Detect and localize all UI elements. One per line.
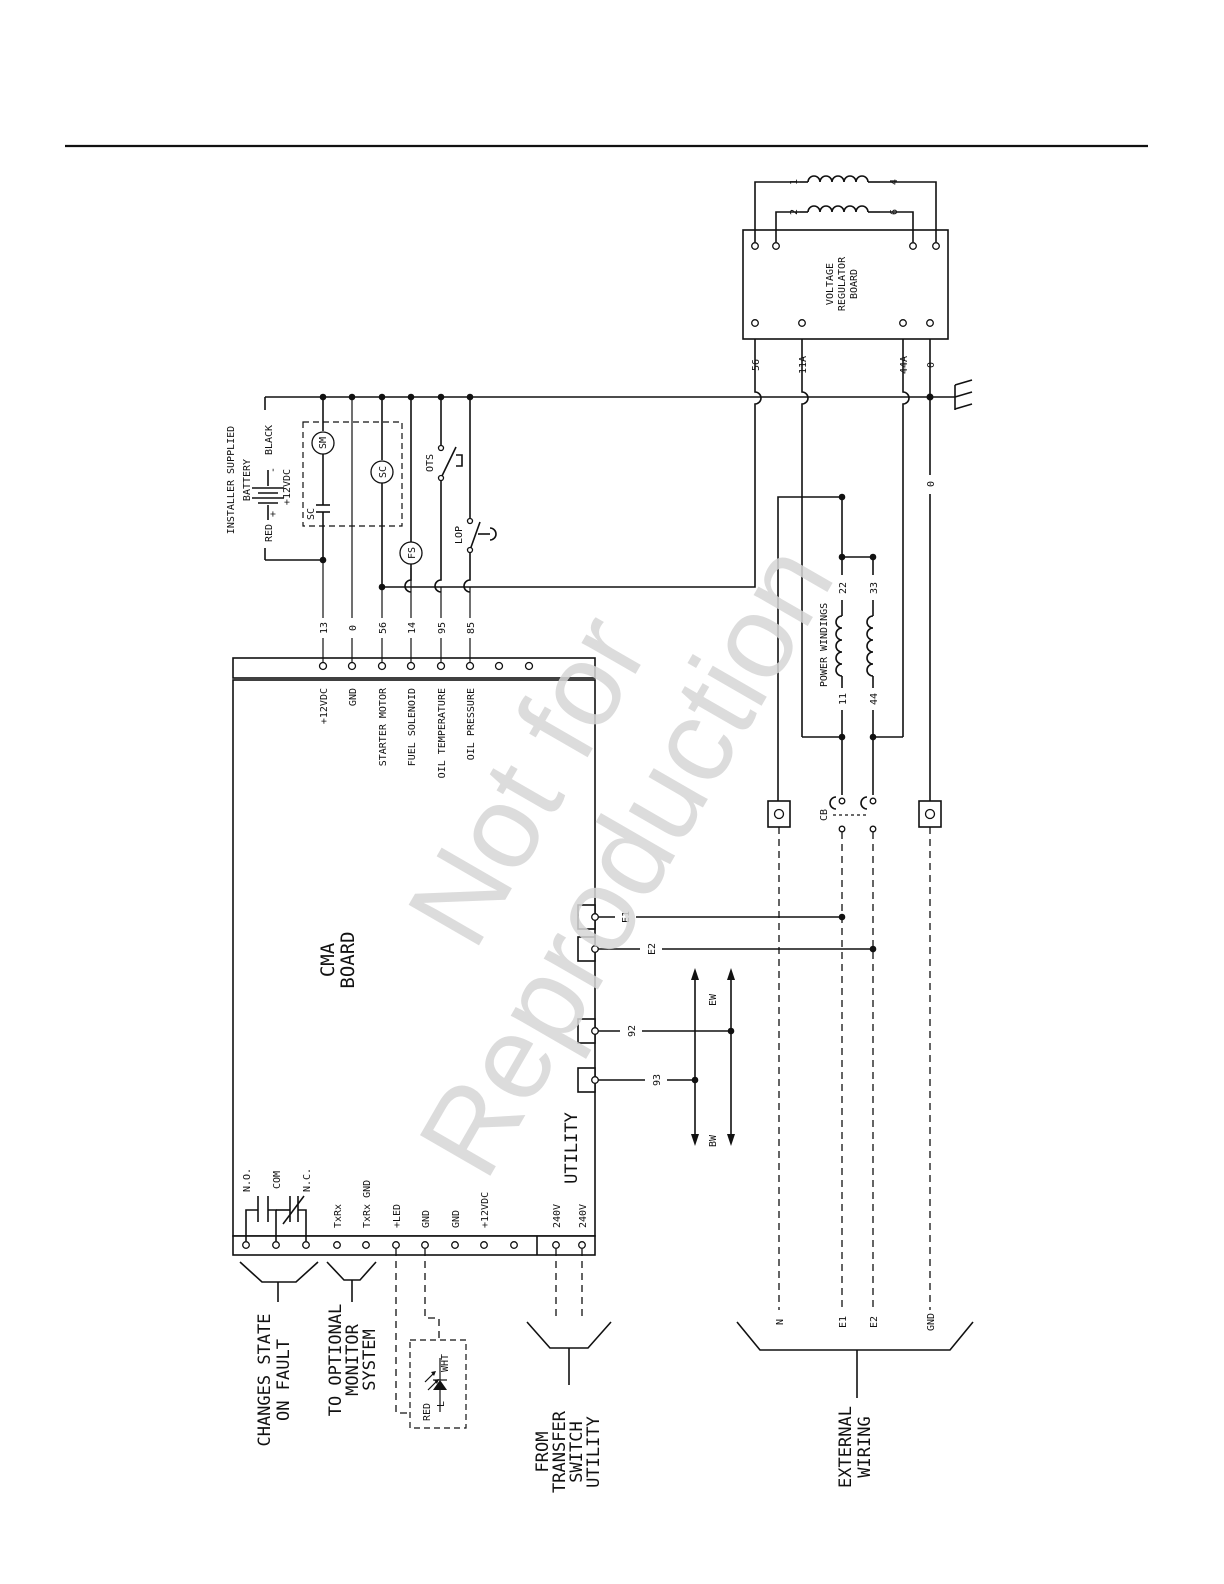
- bw-label: BW: [708, 1134, 719, 1147]
- wire-e2: E2: [647, 943, 658, 955]
- sc-label: SC: [378, 466, 389, 478]
- vr-wire-56: 56: [751, 359, 762, 371]
- wire-13: 13: [319, 622, 330, 634]
- external-n: N: [775, 1319, 786, 1325]
- cma-board: CMA BOARD UTILITY: [232, 657, 596, 1256]
- vr-label-1: VOLTAGE: [825, 263, 836, 305]
- winding-22: 22: [838, 582, 849, 594]
- label-nc: N.C.: [302, 1168, 313, 1192]
- wire-14: 14: [407, 622, 418, 634]
- voltage-regulator: VOLTAGE REGULATOR BOARD 1 4 2 6 56 11A 4…: [742, 175, 949, 374]
- monitor-label-line3: SYSTEM: [360, 1329, 380, 1390]
- cma-board-title: CMA: [317, 942, 339, 977]
- label-gnd-1: GND: [421, 1210, 432, 1228]
- monitor-label-line1: TO OPTIONAL: [326, 1304, 346, 1417]
- fs-label: FS: [407, 547, 418, 559]
- battery-red-label: RED: [264, 524, 275, 542]
- power-windings-title: POWER WINDINGS: [819, 603, 830, 687]
- battery-voltage-label: +12VDC: [282, 469, 293, 505]
- cma-board-subtitle: BOARD: [337, 931, 359, 988]
- vr-wire-11a: 11A: [798, 356, 809, 374]
- external-wiring-line2: WIRING: [855, 1416, 875, 1477]
- vr-wire-2: 2: [789, 209, 800, 215]
- battery-plus: +: [268, 511, 279, 517]
- transfer-label-line3: SWITCH: [567, 1421, 587, 1482]
- sense-wires: E1 E2 92 93 EW BW: [591, 911, 877, 1147]
- external-gnd: GND: [926, 1313, 937, 1331]
- label-12vdc: +12VDC: [480, 1192, 491, 1228]
- battery-minus: -: [268, 467, 279, 473]
- external-wiring-line1: EXTERNAL: [836, 1406, 856, 1488]
- label-led: +LED: [392, 1204, 403, 1228]
- winding-33: 33: [869, 582, 880, 594]
- vr-wire-0: 0: [926, 362, 937, 368]
- vr-label-3: BOARD: [849, 269, 860, 299]
- transfer-label-line1: FROM: [533, 1432, 553, 1473]
- lop-label: LOP: [454, 526, 465, 544]
- battery-installer-label: INSTALLER SUPPLIED: [226, 426, 237, 534]
- terminal-label-starter-motor: STARTER MOTOR: [378, 687, 389, 766]
- wire-e1: E1: [621, 911, 632, 923]
- label-no: N.O.: [242, 1168, 253, 1192]
- ots-label: OTS: [425, 454, 436, 472]
- wire-95: 95: [437, 622, 448, 634]
- terminal-label-gnd: GND: [348, 688, 359, 706]
- led-l-label: L: [436, 1401, 447, 1407]
- power-windings: 22 33 11 44 POWER WINDINGS: [777, 493, 903, 808]
- wire-0-mid: 0: [926, 481, 937, 487]
- sm-label: SM: [318, 437, 329, 449]
- winding-11: 11: [838, 693, 849, 705]
- vr-wire-6: 6: [889, 209, 900, 215]
- label-com: COM: [272, 1171, 283, 1189]
- label-gnd-2: GND: [451, 1210, 462, 1228]
- fault-label-line2: ON FAULT: [274, 1339, 294, 1421]
- external-e2: E2: [869, 1316, 880, 1328]
- label-txrx: TxRx: [333, 1204, 344, 1228]
- vr-wire-1: 1: [789, 179, 800, 185]
- wire-56: 56: [378, 622, 389, 634]
- monitor-group: TO OPTIONAL MONITOR SYSTEM: [326, 1261, 380, 1417]
- winding-44: 44: [869, 693, 880, 705]
- led-wht-label: WHT: [440, 1354, 451, 1372]
- battery-label: BATTERY: [242, 459, 253, 501]
- transfer-switch-group: FROM TRANSFER SWITCH UTILITY: [526, 1249, 612, 1493]
- wire-92: 92: [627, 1025, 638, 1037]
- transfer-label-line4: UTILITY: [584, 1416, 604, 1488]
- circuit-breaker: CB: [767, 796, 942, 833]
- fault-label-line1: CHANGES STATE: [255, 1313, 275, 1446]
- external-wiring-runs: N E1 E2 GND: [736, 827, 974, 1398]
- battery-black-label: BLACK: [264, 425, 275, 455]
- terminal-label-12vdc: +12VDC: [319, 688, 330, 724]
- wire-85: 85: [466, 622, 477, 634]
- wire-93: 93: [652, 1074, 663, 1086]
- wire-0: 0: [348, 625, 359, 631]
- label-240v-1: 240V: [552, 1204, 563, 1228]
- label-txrx-gnd: TxRx GND: [362, 1180, 373, 1228]
- vr-wire-4: 4: [889, 179, 900, 185]
- top-wire-labels: 13 0 56 14 95 85: [319, 397, 477, 662]
- top-terminal-strip: +12VDC GND STARTER MOTOR FUEL SOLENOID O…: [318, 661, 534, 778]
- terminal-label-oil-pressure: OIL PRESSURE: [466, 688, 477, 760]
- label-240v-2: 240V: [578, 1204, 589, 1228]
- transfer-label-line2: TRANSFER: [550, 1410, 570, 1493]
- starter-circuit: INSTALLER SUPPLIED BATTERY RED BLACK +12…: [226, 335, 973, 808]
- bottom-terminal-strip: N.O. COM N.C. TxRx TxRx GND +LED GND GND…: [242, 1168, 589, 1249]
- led-red-label: RED: [422, 1403, 433, 1421]
- external-e1: E1: [838, 1316, 849, 1328]
- sc-contact-label: SC: [306, 508, 317, 520]
- utility-label: UTILITY: [562, 1112, 582, 1184]
- terminal-label-fuel-solenoid: FUEL SOLENOID: [407, 688, 418, 766]
- led-indicator: WHT RED L: [395, 1249, 467, 1429]
- monitor-label-line2: MONITOR: [343, 1323, 363, 1395]
- fault-relay-group: CHANGES STATE ON FAULT: [239, 1261, 319, 1447]
- vr-wire-44a: 44A: [899, 356, 910, 374]
- ew-label: EW: [708, 993, 719, 1006]
- terminal-label-oil-temperature: OIL TEMPERATURE: [437, 688, 448, 778]
- cb-label: CB: [819, 809, 830, 821]
- vr-label-2: REGULATOR: [837, 256, 848, 311]
